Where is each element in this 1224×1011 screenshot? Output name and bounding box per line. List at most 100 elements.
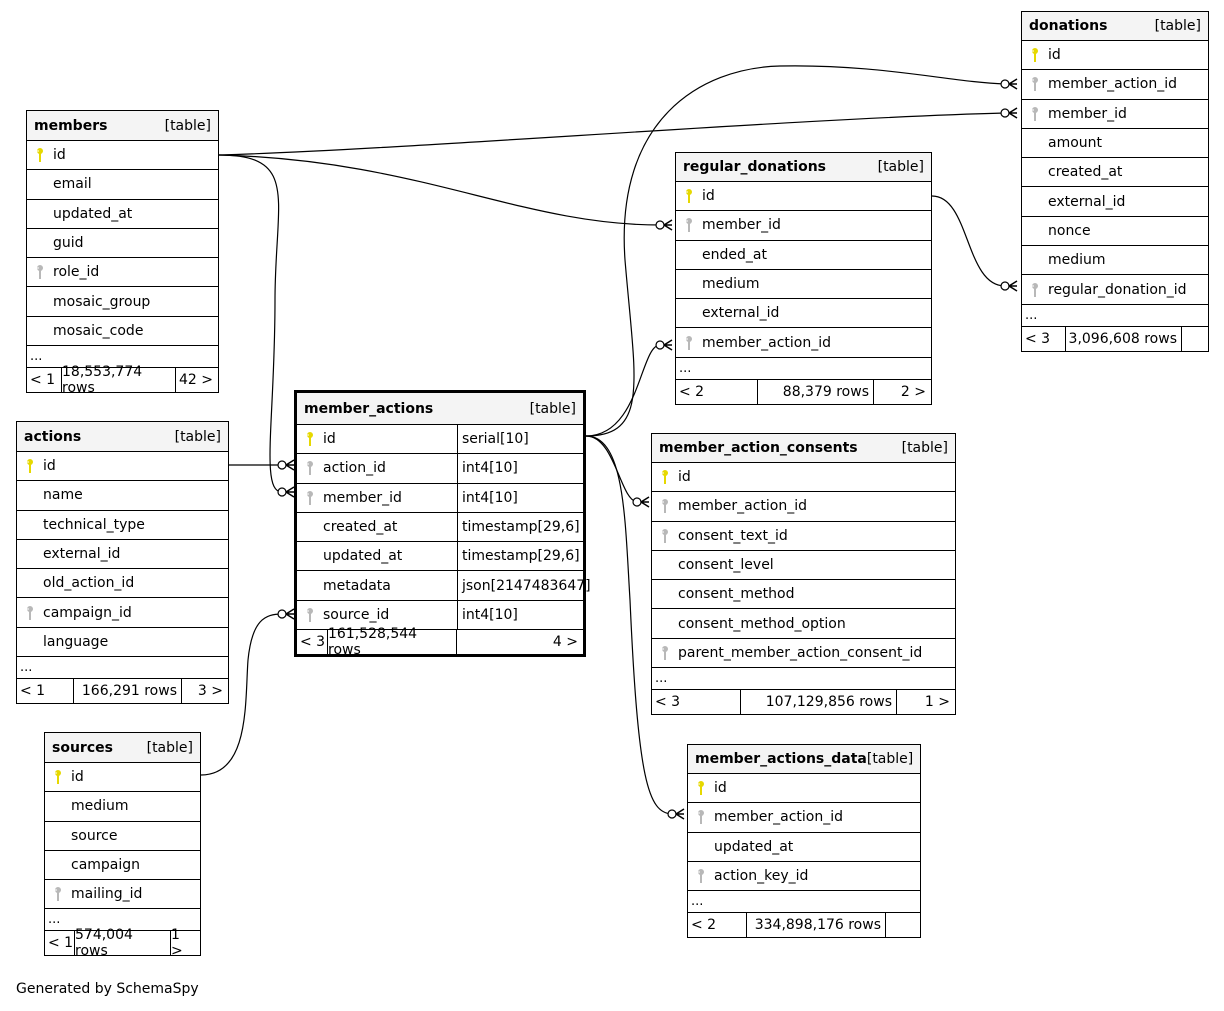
table-member-action-consents[interactable]: member_action_consents [table] id member…: [651, 433, 956, 716]
table-name[interactable]: member_actions_data: [695, 751, 867, 767]
column-row[interactable]: medium: [45, 792, 200, 822]
crows-foot-icon: [1008, 280, 1018, 292]
more-columns[interactable]: ...: [652, 668, 955, 691]
column-row[interactable]: mosaic_code: [27, 317, 218, 347]
children-count[interactable]: 42 >: [179, 372, 213, 389]
column-row[interactable]: member_action_id: [652, 492, 955, 522]
column-row[interactable]: mosaic_group: [27, 287, 218, 317]
column-row[interactable]: member_action_id: [1022, 70, 1208, 100]
more-columns[interactable]: ...: [1022, 305, 1208, 327]
column-row[interactable]: id: [688, 774, 920, 804]
parents-count[interactable]: < 1: [45, 931, 75, 956]
children-count[interactable]: 4 >: [552, 634, 578, 651]
table-sources[interactable]: sources [table] id medium source campaig…: [44, 732, 201, 960]
parents-count[interactable]: < 3: [1022, 326, 1066, 351]
column-row[interactable]: consent_method: [652, 580, 955, 610]
column-row[interactable]: id: [17, 452, 228, 482]
column-row[interactable]: medium: [1022, 246, 1208, 276]
parents-count[interactable]: < 2: [688, 913, 747, 938]
column-row[interactable]: updated_at: [27, 200, 218, 229]
table-name[interactable]: member_actions: [304, 400, 434, 417]
column-row[interactable]: mailing_id: [45, 880, 200, 910]
zero-or-many-circle-icon: [655, 340, 665, 350]
column-row[interactable]: id: [45, 763, 200, 793]
more-columns[interactable]: ...: [688, 891, 920, 914]
column-row[interactable]: consent_text_id: [652, 522, 955, 551]
table-name[interactable]: member_action_consents: [659, 440, 858, 456]
column-row[interactable]: external_id: [17, 540, 228, 570]
parents-count[interactable]: < 3: [652, 690, 741, 715]
parents-count[interactable]: < 1: [27, 368, 62, 393]
column-row[interactable]: id: [676, 182, 931, 212]
children-count[interactable]: 1 >: [924, 694, 950, 711]
column-row[interactable]: email: [27, 170, 218, 200]
column-row[interactable]: source: [45, 822, 200, 851]
children-count[interactable]: 2 >: [900, 383, 926, 400]
more-columns[interactable]: ...: [27, 346, 218, 369]
table-type: [table]: [164, 117, 211, 134]
children-count[interactable]: 3 >: [197, 683, 223, 700]
column-name: action_key_id: [714, 868, 809, 885]
column-row[interactable]: member_action_id: [688, 803, 920, 833]
table-name[interactable]: actions: [24, 428, 82, 445]
more-columns[interactable]: ...: [45, 909, 200, 932]
column-name: medium: [1048, 252, 1106, 269]
column-row[interactable]: consent_method_option: [652, 609, 955, 639]
column-row[interactable]: regular_donation_id: [1022, 275, 1208, 305]
column-row[interactable]: ended_at: [676, 241, 931, 270]
table-member-actions-data[interactable]: member_actions_data [table] id member_ac…: [687, 744, 921, 939]
column-row[interactable]: action_key_id: [688, 862, 920, 892]
column-row[interactable]: language: [17, 628, 228, 658]
parents-count[interactable]: < 3: [297, 630, 328, 655]
children-count[interactable]: [1182, 327, 1208, 351]
column-row[interactable]: amount: [1022, 129, 1208, 159]
column-row[interactable]: campaign: [45, 851, 200, 881]
children-count[interactable]: 1 >: [171, 927, 183, 960]
column-row[interactable]: guid: [27, 229, 218, 259]
column-row[interactable]: external_id: [1022, 187, 1208, 217]
more-columns[interactable]: ...: [676, 358, 931, 380]
column-name: source_id: [323, 606, 390, 623]
column-row[interactable]: medium: [676, 270, 931, 300]
table-name[interactable]: regular_donations: [683, 159, 827, 175]
column-row[interactable]: campaign_id: [17, 598, 228, 628]
column-row[interactable]: external_id: [676, 299, 931, 329]
table-donations[interactable]: donations [table] id member_action_id me…: [1021, 11, 1209, 352]
more-columns[interactable]: ...: [17, 657, 228, 680]
column-row[interactable]: id: [27, 141, 218, 171]
children-count[interactable]: [886, 913, 920, 937]
foreign-key-icon: [23, 605, 37, 621]
column-row[interactable]: nonce: [1022, 217, 1208, 247]
column-row[interactable]: role_id: [27, 258, 218, 288]
column-row[interactable]: created_at: [1022, 158, 1208, 188]
column-row[interactable]: id: [1022, 41, 1208, 71]
table-name[interactable]: members: [34, 117, 108, 134]
column-row[interactable]: consent_level: [652, 551, 955, 581]
column-row[interactable]: id: [652, 463, 955, 493]
column-row[interactable]: technical_type: [17, 511, 228, 540]
column-row[interactable]: updated_at: [688, 833, 920, 862]
column-row[interactable]: member_id: [1022, 100, 1208, 129]
relationship-edge: [585, 435, 638, 503]
column-row[interactable]: member_action_id: [676, 328, 931, 358]
column-row[interactable]: member_id: [676, 211, 931, 241]
column-row[interactable]: old_action_id: [17, 569, 228, 599]
parents-count[interactable]: < 2: [676, 379, 758, 404]
column-name: amount: [1048, 135, 1103, 152]
parents-count[interactable]: < 1: [17, 679, 74, 704]
table-regular-donations[interactable]: regular_donations [table] id member_id e…: [675, 152, 932, 405]
table-actions[interactable]: actions [table] id name technical_type e…: [16, 421, 229, 705]
table-name[interactable]: donations: [1029, 18, 1108, 34]
column-row[interactable]: name: [17, 481, 228, 511]
table-name[interactable]: sources: [52, 739, 113, 756]
column-row[interactable]: parent_member_action_consent_id: [652, 639, 955, 669]
table-members[interactable]: members [table] id email updated_at guid…: [26, 110, 219, 396]
